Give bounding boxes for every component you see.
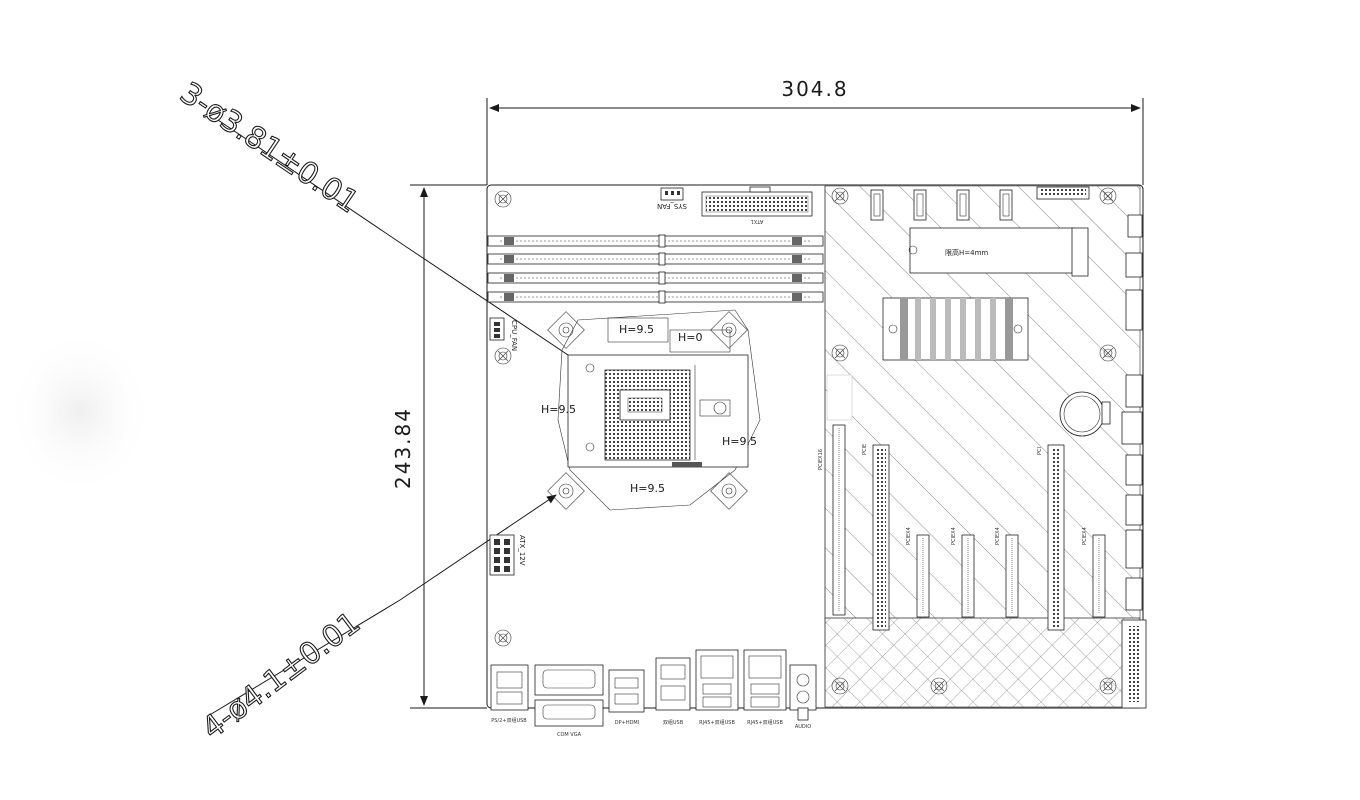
atx-12v-connector: ATX_12V xyxy=(489,534,526,576)
height-top: H=9.5 xyxy=(619,323,654,336)
io-dp-hdmi: DP+HDMI xyxy=(608,669,645,726)
sys-fan-label: SYS_FAN xyxy=(657,202,687,210)
atx1-connector: ATX1 xyxy=(701,186,813,224)
height-dimension-value: 243.84 xyxy=(391,407,415,489)
m2-slot: 限高H=4mm xyxy=(908,227,1089,277)
background-smudge xyxy=(5,327,155,497)
svg-text:PS/2+双组USB: PS/2+双组USB xyxy=(491,717,527,724)
svg-text:DP+HDMI: DP+HDMI xyxy=(615,720,639,726)
expansion-slots: PCIEX16 PCIE PCIEX4 PCIEX4 PCIEX4 PCI PC… xyxy=(818,424,1106,631)
front-panel-header xyxy=(1036,186,1090,200)
mounting-holes xyxy=(494,187,1117,695)
io-audio: AUDIO xyxy=(789,664,817,730)
right-edge-headers xyxy=(1121,214,1147,709)
svg-text:PCIE: PCIE xyxy=(862,444,868,455)
svg-text:PCIEX4: PCIEX4 xyxy=(906,527,912,545)
bottom-hole-callout-text: 4-ø4.1±0.01 xyxy=(196,605,367,746)
cmos-battery xyxy=(1059,391,1111,437)
width-dimension: 304.8 xyxy=(486,77,1144,185)
height-dimension: 243.84 xyxy=(391,184,487,709)
svg-text:AUDIO: AUDIO xyxy=(795,724,811,730)
m2-height-label: 限高H=4mm xyxy=(945,248,988,257)
svg-text:PCI: PCI xyxy=(1037,447,1043,455)
svg-text:PCIEX4: PCIEX4 xyxy=(1082,527,1088,545)
rear-io-ports: PS/2+双组USB COM VGA DP+HDMI 双组USB RJ45+双组… xyxy=(490,649,817,738)
sys-fan-header: SYS_FAN xyxy=(657,187,687,210)
io-ps2-usb: PS/2+双组USB xyxy=(490,664,529,724)
dimm-slots xyxy=(487,234,824,304)
height-left: H=9.5 xyxy=(541,403,576,416)
io-com-vga: COM VGA xyxy=(534,664,604,738)
atx1-label: ATX1 xyxy=(751,218,764,224)
atx-12v-label: ATX_12V xyxy=(518,535,526,566)
height-top-right: H=0 xyxy=(678,331,703,344)
slot-pciex16: PCIEX16 xyxy=(818,424,846,616)
io-rj45-usb-1: RJ45+双组USB xyxy=(695,649,739,726)
cpu-fan-label: CPU_FAN xyxy=(510,320,518,351)
top-hole-callout-text: 3-ø3.81±0.01 xyxy=(174,76,365,221)
cpu-socket-area: H=9.5 H=0 H=9.5 H=9.5 H=9.5 xyxy=(541,309,761,511)
svg-text:PCIEX16: PCIEX16 xyxy=(818,449,824,470)
sata-connectors xyxy=(870,189,1013,221)
svg-text:COM VGA: COM VGA xyxy=(557,732,582,738)
width-dimension-value: 304.8 xyxy=(781,77,848,101)
slot-pci: PCI xyxy=(1037,444,1065,631)
io-usb: 双组USB xyxy=(655,657,691,726)
slot-pciex4-1: PCIEX4 xyxy=(906,527,930,618)
svg-text:PCIEX4: PCIEX4 xyxy=(951,527,957,545)
top-hole-callout: 3-ø3.81±0.01 xyxy=(173,75,584,366)
slot-pcie: PCIE xyxy=(862,444,890,631)
height-right: H=9.5 xyxy=(722,435,757,448)
slot-pciex4-2: PCIEX4 xyxy=(951,527,975,618)
svg-text:双组USB: 双组USB xyxy=(663,719,684,726)
svg-text:RJ45+双组USB: RJ45+双组USB xyxy=(699,719,735,726)
io-rj45-usb-2: RJ45+双组USB xyxy=(743,649,787,726)
svg-text:RJ45+双组USB: RJ45+双组USB xyxy=(747,719,783,726)
height-bottom: H=9.5 xyxy=(630,482,665,495)
cpu-fan-header: CPU_FAN xyxy=(489,317,518,351)
svg-text:PCIEX4: PCIEX4 xyxy=(995,527,1001,545)
chipset-heatsink xyxy=(882,297,1029,361)
slot-pciex4-3: PCIEX4 xyxy=(995,527,1019,618)
slot-pciex4-4: PCIEX4 xyxy=(1082,527,1106,618)
